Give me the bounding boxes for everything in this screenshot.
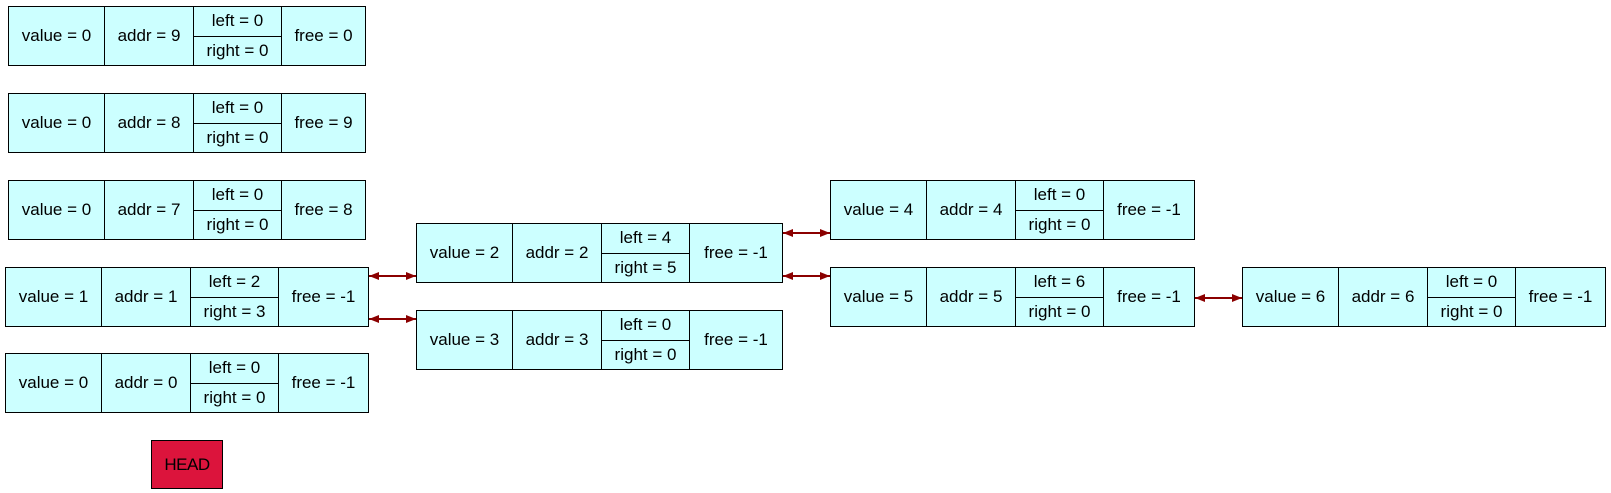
node-right: right = 0 <box>206 40 269 60</box>
node-addr: addr = 3 <box>513 311 602 369</box>
node-right: right = 5 <box>614 257 677 277</box>
node-value: value = 0 <box>6 354 102 412</box>
node-addr: addr = 0 <box>102 354 191 412</box>
node-free: free = -1 <box>1528 287 1593 306</box>
node-value: value = 5 <box>831 268 927 326</box>
node-free: free = -1 <box>704 330 768 349</box>
node-left: left = 0 <box>194 94 281 124</box>
node-left-right: left = 0 right = 0 <box>194 181 282 239</box>
node-addr-8: value = 0 addr = 8 left = 0 right = 0 fr… <box>8 93 366 153</box>
node-right: right = 0 <box>203 387 266 407</box>
node-left: left = 4 <box>602 224 689 254</box>
node-value: value = 4 <box>831 181 927 239</box>
node-left-right: left = 2 right = 3 <box>191 268 279 326</box>
node-value: value = 2 <box>417 224 513 282</box>
node-left-right: left = 0 right = 0 <box>194 94 282 152</box>
node-right: right = 0 <box>1028 301 1091 321</box>
node-value: value = 0 <box>9 94 105 152</box>
node-left-right: left = 0 right = 0 <box>602 311 690 369</box>
node-right: right = 0 <box>1028 214 1091 234</box>
node-addr-5: value = 5 addr = 5 left = 6 right = 0 fr… <box>830 267 1195 327</box>
node-addr: addr = 5 <box>927 268 1016 326</box>
node-free: free = 8 <box>294 200 353 219</box>
node-addr: addr = 1 <box>102 268 191 326</box>
node-free: free = -1 <box>704 243 768 262</box>
node-right: right = 0 <box>206 127 269 147</box>
node-addr: addr = 6 <box>1339 268 1428 326</box>
node-value: value = 0 <box>9 7 105 65</box>
node-addr-7: value = 0 addr = 7 left = 0 right = 0 fr… <box>8 180 366 240</box>
node-addr: addr = 2 <box>513 224 602 282</box>
node-addr-3: value = 3 addr = 3 left = 0 right = 0 fr… <box>416 310 783 370</box>
node-addr-0: value = 0 addr = 0 left = 0 right = 0 fr… <box>5 353 369 413</box>
node-value: value = 6 <box>1243 268 1339 326</box>
node-free: free = 0 <box>294 26 353 45</box>
node-left: left = 0 <box>194 181 281 211</box>
node-free: free = -1 <box>291 287 356 306</box>
node-left-right: left = 0 right = 0 <box>191 354 279 412</box>
node-left: left = 0 <box>1016 181 1103 211</box>
node-right: right = 0 <box>206 214 269 234</box>
node-addr: addr = 9 <box>105 7 194 65</box>
node-right: right = 3 <box>203 301 266 321</box>
node-left: left = 0 <box>194 7 281 37</box>
node-left-right: left = 0 right = 0 <box>1016 181 1104 239</box>
node-value: value = 3 <box>417 311 513 369</box>
node-left-right: left = 6 right = 0 <box>1016 268 1104 326</box>
node-left-right: left = 0 right = 0 <box>1428 268 1516 326</box>
node-free: free = 9 <box>294 113 353 132</box>
node-left: left = 6 <box>1016 268 1103 298</box>
node-left: left = 2 <box>191 268 278 298</box>
node-left-right: left = 0 right = 0 <box>194 7 282 65</box>
node-value: value = 0 <box>9 181 105 239</box>
node-free: free = -1 <box>1117 287 1181 306</box>
node-addr-1: value = 1 addr = 1 left = 2 right = 3 fr… <box>5 267 369 327</box>
node-addr-4: value = 4 addr = 4 left = 0 right = 0 fr… <box>830 180 1195 240</box>
node-right: right = 0 <box>614 344 677 364</box>
head-node: HEAD <box>151 440 223 489</box>
node-addr-2: value = 2 addr = 2 left = 4 right = 5 fr… <box>416 223 783 283</box>
node-left-right: left = 4 right = 5 <box>602 224 690 282</box>
node-value: value = 1 <box>6 268 102 326</box>
node-addr-6: value = 6 addr = 6 left = 0 right = 0 fr… <box>1242 267 1606 327</box>
node-addr: addr = 7 <box>105 181 194 239</box>
node-addr-9: value = 0 addr = 9 left = 0 right = 0 fr… <box>8 6 366 66</box>
node-left: left = 0 <box>602 311 689 341</box>
node-right: right = 0 <box>1440 301 1503 321</box>
node-addr: addr = 8 <box>105 94 194 152</box>
node-left: left = 0 <box>191 354 278 384</box>
node-free: free = -1 <box>1117 200 1181 219</box>
node-addr: addr = 4 <box>927 181 1016 239</box>
node-free: free = -1 <box>291 373 356 392</box>
node-left: left = 0 <box>1428 268 1515 298</box>
